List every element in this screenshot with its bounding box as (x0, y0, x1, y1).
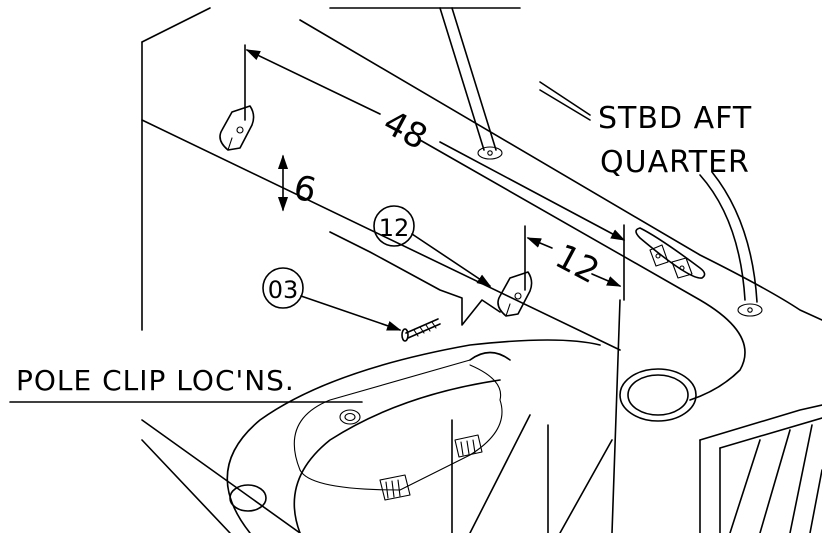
drain-hatch-icon (229, 351, 511, 512)
dim-12 (524, 225, 622, 291)
pole-clip-label: POLE CLIP LOC'NS. (16, 364, 295, 397)
dimension-48-label: 48 (377, 102, 434, 158)
callout-03 (262, 267, 402, 331)
hull-outline (141, 7, 822, 533)
dim-48 (244, 44, 626, 301)
hatch-lid (293, 359, 503, 491)
dimension-12-label: 12 (549, 236, 606, 292)
balloon-03-label: 03 (268, 276, 299, 304)
cup-holder-icon (619, 368, 697, 422)
cleat-icon (635, 227, 706, 279)
stbd-leader (539, 89, 591, 121)
dimension-6-label: 6 (290, 168, 319, 212)
stbd-leader (539, 81, 591, 116)
stbd-rod (699, 171, 763, 317)
pole-clip-icon (219, 105, 255, 151)
break-line (329, 231, 501, 326)
screw-icon (401, 318, 441, 342)
support-rod (439, 7, 503, 160)
callout-12 (373, 205, 492, 287)
stbd-aft-label: STBD AFT (598, 101, 752, 136)
hinge-icon (379, 434, 483, 501)
stbd-quarter-label: QUARTER (600, 145, 750, 180)
balloon-12-label: 12 (379, 214, 410, 242)
pole-clip-icon (497, 271, 533, 317)
